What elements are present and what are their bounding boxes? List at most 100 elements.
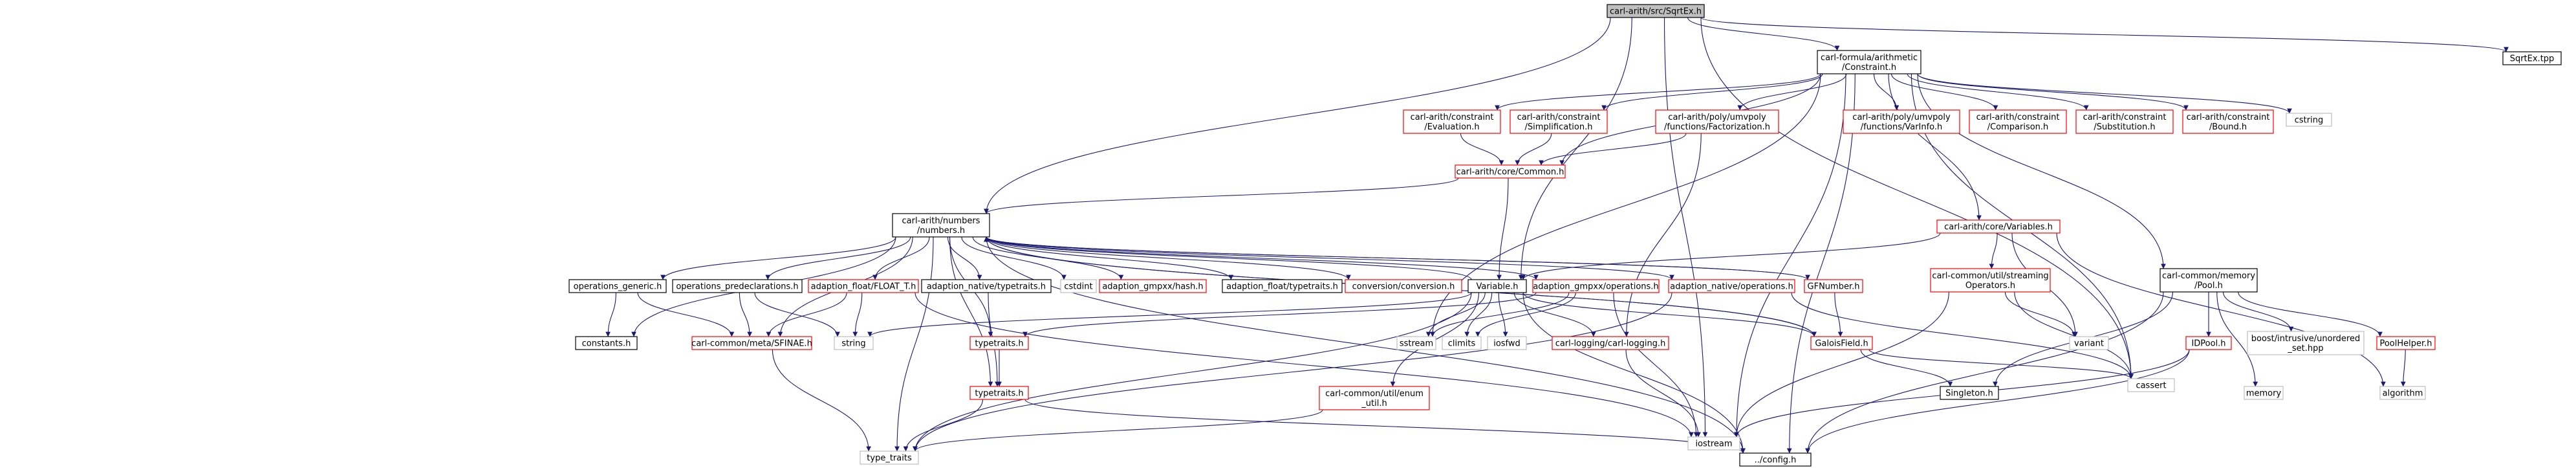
node-sstream[interactable]: sstream [1396, 336, 1436, 350]
node-algorithm[interactable]: algorithm [2379, 386, 2426, 400]
node-ops-generic[interactable]: operations_generic.h [568, 279, 667, 293]
node-label: /numbers.h [917, 226, 965, 236]
node-gmpxx-hash[interactable]: adaption_gmpxx/hash.h [1099, 279, 1207, 293]
edge-root-to-sqrtex-tpp [1700, 17, 2509, 52]
node-box [1940, 386, 1999, 400]
node-climits[interactable]: climits [1442, 336, 1482, 350]
edge-gmpxx-ops-to-sstream [1430, 292, 1570, 337]
node-box [2379, 386, 2426, 400]
node-string[interactable]: string [834, 336, 874, 350]
node-ops-predecl[interactable]: operations_predeclarations.h [672, 279, 803, 293]
edge-galoisfield-to-singleton [1860, 349, 1953, 387]
node-typetraits-red2[interactable]: typetraits.h [969, 386, 1029, 400]
node-variable[interactable]: Variable.h [1467, 279, 1527, 293]
edge-root-to-iostream [1663, 17, 1708, 438]
node-native-typetraits[interactable]: adaption_native/typetraits.h [921, 279, 1052, 293]
node-iosfwd[interactable]: iosfwd [1487, 336, 1527, 350]
node-memory[interactable]: memory [2244, 386, 2284, 400]
node-evaluation[interactable]: carl-arith/constraint/Evaluation.h [1403, 109, 1501, 134]
nodes-layer: carl-arith/src/SqrtEx.h carl-formula/arit… [568, 4, 2562, 467]
node-mempool[interactable]: carl-common/memory/Pool.h [2159, 268, 2258, 293]
node-adaption-float[interactable]: adaption_float/FLOAT_T.h [808, 279, 919, 293]
node-box [1487, 336, 1527, 350]
node-substitution[interactable]: carl-arith/constraint/Substitution.h [2075, 109, 2174, 134]
node-label: _util.h [1361, 399, 1387, 408]
node-typetraits-red1[interactable]: typetraits.h [969, 336, 1029, 350]
node-cstdint[interactable]: cstdint [1060, 279, 1097, 293]
node-box [2127, 378, 2175, 392]
node-logging[interactable]: carl-logging/carl-logging.h [1552, 336, 1669, 350]
node-label: carl-arith/poly/umvpoly [1668, 113, 1766, 122]
node-factorization[interactable]: carl-arith/poly/umvpoly/functions/Factor… [1655, 109, 1779, 134]
node-label: carl-logging/carl-logging.h [1555, 339, 1666, 349]
node-varinfo[interactable]: carl-arith/poly/umvpoly/functions/VarInf… [1843, 109, 1960, 134]
edge-logging-to-iostream [1625, 349, 1701, 438]
node-constraint[interactable]: carl-formula/arithmetic/Constraint.h [1817, 50, 1921, 74]
node-gfnumber[interactable]: GFNumber.h [1804, 279, 1863, 293]
node-label: algorithm [2383, 389, 2423, 399]
node-galoisfield[interactable]: GaloisField.h [1810, 336, 1873, 350]
node-label: climits [1448, 339, 1476, 349]
node-label: IDPool.h [2191, 339, 2225, 349]
edge-numbers-to-ops-generic [660, 236, 896, 280]
node-label: Variable.h [1476, 282, 1518, 292]
node-label: memory [2246, 389, 2282, 399]
node-boost-unordered[interactable]: boost/intrusive/unordered_set.hpp [2247, 331, 2365, 355]
node-type-traits[interactable]: type_traits [860, 451, 919, 465]
node-variant[interactable]: variant [2069, 336, 2109, 350]
node-idpool[interactable]: IDPool.h [2185, 336, 2232, 350]
node-comparison[interactable]: carl-arith/constraint/Comparison.h [1969, 109, 2067, 134]
node-variables[interactable]: carl-arith/core/Variables.h [1936, 219, 2061, 234]
node-sfinae[interactable]: carl-common/meta/SFINAE.h [691, 336, 812, 350]
node-label: boost/intrusive/unordered [2251, 334, 2361, 344]
node-label: adaption_gmpxx/hash.h [1102, 282, 1203, 292]
node-numbers[interactable]: carl-arith/numbers/numbers.h [892, 213, 990, 238]
node-cassert[interactable]: cassert [2127, 378, 2175, 392]
node-box [2244, 386, 2284, 400]
node-float-typetraits[interactable]: adaption_float/typetraits.h [1222, 279, 1343, 293]
node-label: carl-common/meta/SFINAE.h [691, 339, 812, 349]
node-box [575, 336, 638, 350]
node-box [691, 336, 812, 350]
node-bound[interactable]: carl-arith/constraint/Bound.h [2182, 109, 2274, 134]
node-box [2182, 109, 2274, 134]
node-box [1804, 279, 1863, 293]
node-box [568, 279, 667, 293]
node-cstring[interactable]: cstring [2286, 113, 2332, 127]
node-simplification[interactable]: carl-arith/constraint/Simplification.h [1510, 109, 1608, 134]
node-label: typetraits.h [975, 339, 1023, 349]
node-poolhelper[interactable]: PoolHelper.h [2376, 336, 2436, 350]
node-label: Operators.h [1965, 281, 2015, 291]
node-label: Singleton.h [1945, 389, 1993, 399]
node-box [808, 279, 919, 293]
edge-mempool-to-memory [2216, 291, 2258, 387]
node-gmpxx-ops[interactable]: adaption_gmpxx/operations.h [1532, 279, 1660, 293]
edge-variable-to-string [867, 292, 1472, 337]
node-label: /Comparison.h [1987, 122, 2049, 132]
node-root[interactable]: carl-arith/src/SqrtEx.h [1607, 4, 1705, 18]
node-conversion[interactable]: conversion/conversion.h [1345, 279, 1462, 293]
edge-mempool-to-boost-unordered [2222, 291, 2294, 332]
node-enum-util[interactable]: carl-common/util/enum_util.h [1319, 386, 1430, 410]
node-label: GaloisField.h [1815, 339, 1868, 349]
edge-variables-to-algorithm [2056, 232, 2386, 387]
node-config[interactable]: ../config.h [1739, 452, 1812, 467]
node-iostream[interactable]: iostream [1687, 436, 1740, 451]
node-sqrtex-tpp[interactable]: SqrtEx.tpp [2502, 51, 2562, 65]
node-singleton[interactable]: Singleton.h [1940, 386, 1999, 400]
edge-constraint-to-iostream [1734, 73, 1846, 438]
edge-constraint-to-substitution [1907, 73, 2089, 111]
edge-gmpxx-ops-to-iostream [1613, 292, 1699, 438]
node-label: iosfwd [1493, 339, 1521, 349]
edge-gfnumber-to-numbers [984, 236, 1808, 280]
node-box [969, 386, 1029, 400]
node-label: adaption_native/typetraits.h [927, 282, 1046, 292]
node-native-ops[interactable]: adaption_native/operations.h [1668, 279, 1795, 293]
node-common[interactable]: carl-arith/core/Common.h [1455, 164, 1566, 179]
node-box [1467, 279, 1527, 293]
node-label: string [841, 339, 865, 349]
node-box [1222, 279, 1343, 293]
node-label: cstring [2295, 116, 2323, 126]
node-constants[interactable]: constants.h [575, 336, 638, 350]
